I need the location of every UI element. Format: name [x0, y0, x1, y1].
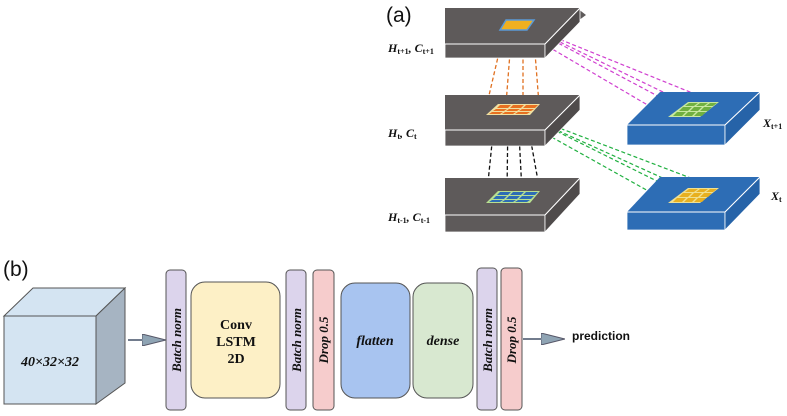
kernel-cell [506, 109, 520, 111]
green-connector-line [511, 109, 718, 189]
kernel-cell [679, 193, 692, 197]
layer-dropout-1: Drop 0.5 [312, 269, 335, 411]
hidden-state-label-t-plus-1: Ht+1, Ct+1 [387, 41, 434, 56]
plate-edge [724, 91, 761, 126]
kernel-cell [690, 107, 702, 111]
layer-dense: dense [412, 282, 474, 399]
plate-front-face [626, 124, 726, 146]
layer-convlstm2d: Conv LSTM 2D [190, 281, 281, 399]
input-label-t-plus-1: Xt+1 [762, 116, 782, 131]
layer-dropout-2: Drop 0.5 [500, 267, 523, 411]
layer-box [476, 267, 498, 411]
kernel-cell [700, 107, 712, 111]
layer-box [500, 267, 523, 411]
kernel-cell [685, 103, 698, 106]
layer-batch-norm-1: Batch norm [165, 269, 187, 411]
input-plate-t [626, 176, 761, 231]
kernel-cell [694, 112, 706, 116]
hidden-state-plate-t-minus-1 [444, 176, 581, 234]
kernel-cell [497, 192, 511, 195]
plate-front-face [444, 214, 546, 233]
kernel-cell [684, 112, 696, 116]
kernel-orange-grid [486, 104, 540, 115]
layer-label-line-1: Conv [220, 318, 252, 333]
kernel-cell [497, 105, 511, 108]
layer-box [165, 269, 187, 411]
layer-label: Drop 0.5 [504, 316, 519, 364]
input-label-t: Xt [770, 189, 782, 204]
hidden-state-plate-t-plus-1 [444, 7, 586, 59]
kernel-cell [706, 189, 717, 192]
kernel-cell [673, 198, 686, 202]
prediction-label: prediction [572, 329, 630, 343]
layer-label: Batch norm [169, 308, 184, 373]
hidden-state-label-t: Ht, Ct [387, 126, 417, 141]
kernel-orange-solid [498, 19, 536, 31]
kernel-cell [523, 192, 538, 195]
input-cube: 40×32×32 [2, 286, 127, 405]
kernel-yellow-grid [668, 188, 719, 203]
layer-box [412, 282, 474, 399]
kernel-cell [506, 196, 520, 199]
layer-label: Batch norm [480, 308, 495, 373]
layer-box [312, 269, 335, 411]
kernel-cell [510, 105, 524, 108]
hidden-state-plate-t [444, 94, 581, 147]
plate-front-face [444, 43, 546, 59]
kernel-cell [519, 196, 534, 199]
kernel-cell [493, 109, 507, 111]
layer-label-line-2: LSTM [216, 335, 256, 350]
layer-label-line-3: 2D [227, 352, 244, 367]
kernel-green-grid [668, 102, 719, 117]
kernel-cell [690, 193, 702, 197]
cube-front-face [3, 315, 97, 405]
kernel-blue-grid [486, 191, 540, 203]
kernel-cell [679, 107, 692, 111]
kernel-cell [706, 103, 717, 106]
kernel-cell [673, 112, 686, 116]
kernel-cell [510, 192, 524, 195]
kernel-cell [502, 112, 516, 114]
kernel-cell [489, 200, 503, 202]
kernel-cell [700, 193, 712, 197]
layer-batch-norm-3: Batch norm [476, 267, 498, 411]
layer-label: Batch norm [289, 308, 304, 373]
layer-label: dense [427, 334, 460, 349]
kernel-cell [519, 109, 534, 111]
panel-b-label: (b) [3, 258, 29, 281]
panel-a-label: (a) [386, 4, 412, 27]
kernel-cell [502, 200, 516, 202]
kernel-cell [685, 189, 698, 192]
layer-label: flatten [356, 334, 394, 349]
kernel-cell [515, 112, 530, 114]
magenta-connector-line [511, 19, 718, 104]
input-plate-t-plus-1 [626, 91, 761, 146]
layer-batch-norm-2: Batch norm [285, 269, 307, 411]
plate-front-face [626, 211, 726, 231]
plate-front-face [444, 129, 546, 147]
kernel-cell [493, 196, 507, 199]
layer-box [340, 282, 411, 399]
layer-box [285, 269, 307, 411]
hidden-state-label-t-minus-1: Ht-1, Ct-1 [387, 210, 430, 225]
input-shape-label: 40×32×32 [20, 355, 79, 370]
plate-edge [544, 94, 581, 131]
kernel-cell [684, 198, 696, 202]
plate-edge [544, 177, 581, 216]
kernel-cell [696, 189, 708, 192]
layer-box [190, 281, 281, 399]
kernel-cell [523, 105, 538, 108]
kernel-cell [515, 200, 530, 202]
plate-edge [724, 176, 761, 213]
kernel-cell [489, 112, 503, 114]
kernel-cell [696, 103, 708, 106]
layer-flatten: flatten [340, 282, 411, 399]
kernel-cell [694, 198, 706, 202]
layer-label: Drop 0.5 [316, 316, 331, 364]
plate-edge [544, 7, 581, 45]
